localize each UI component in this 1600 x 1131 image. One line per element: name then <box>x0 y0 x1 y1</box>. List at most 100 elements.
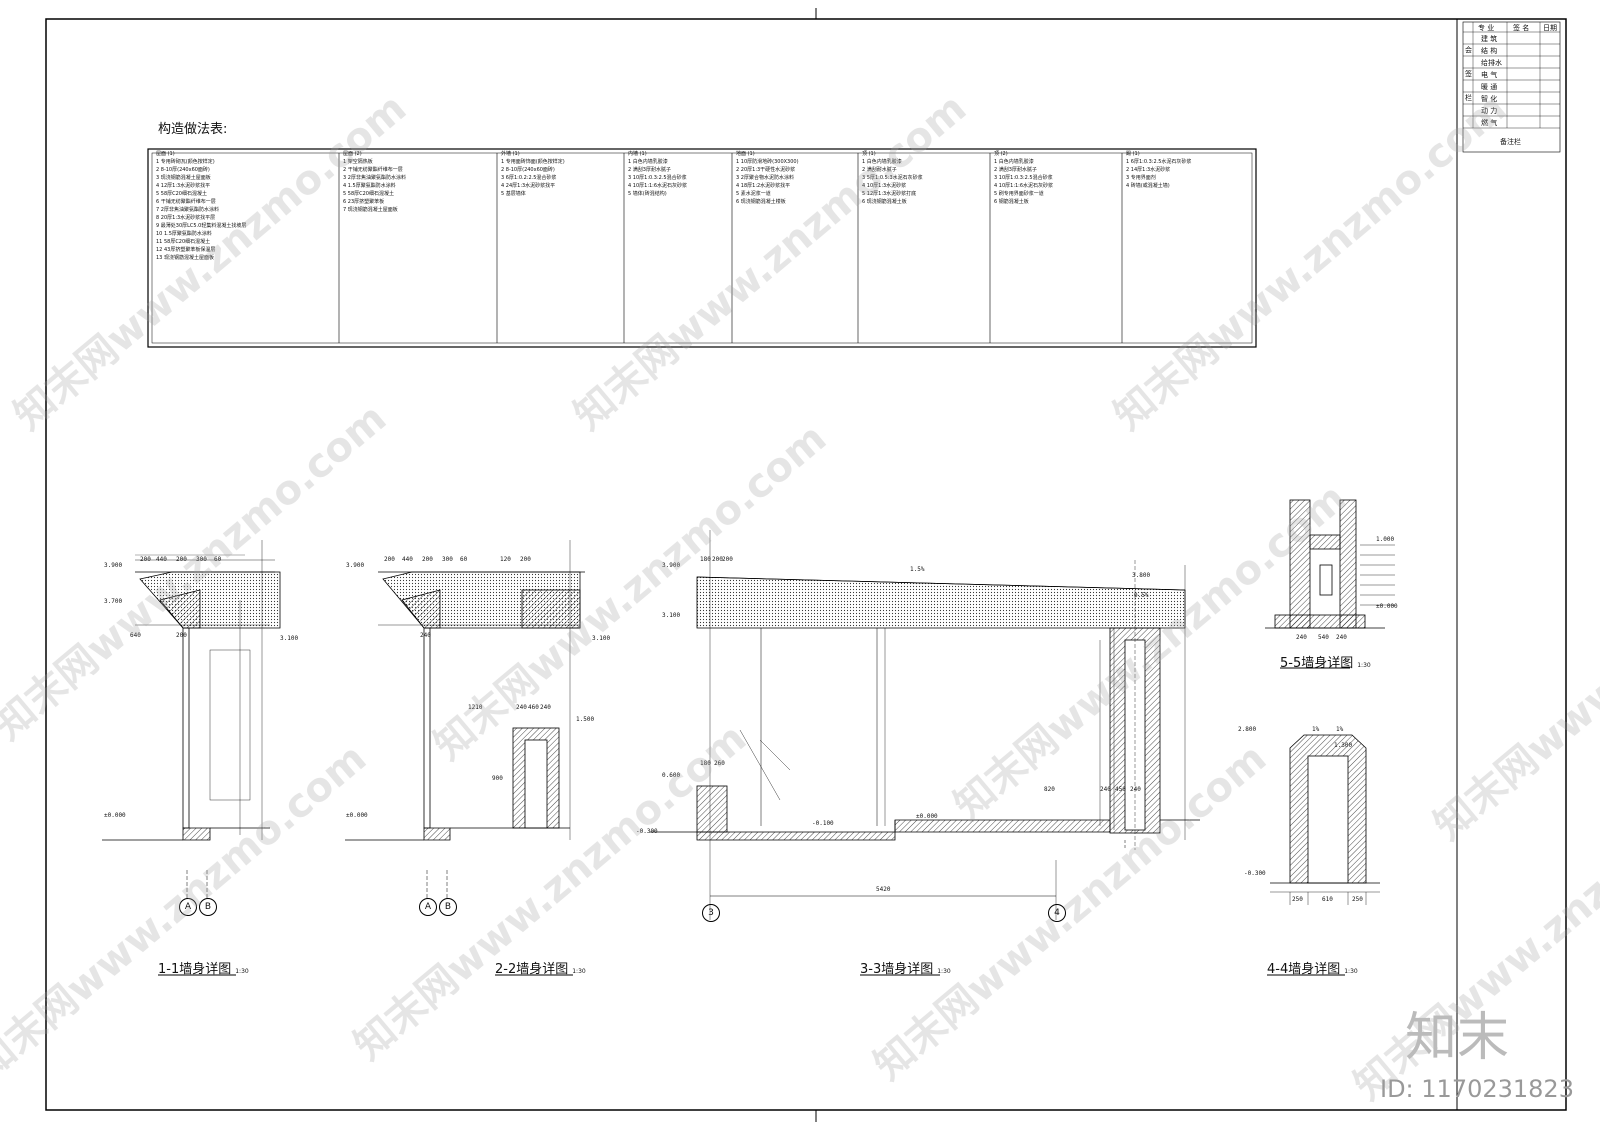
dimension-label: 120 <box>500 556 511 563</box>
elevation-label: -0.100 <box>812 820 834 827</box>
title-block-row: 燃 气 <box>1481 119 1498 127</box>
slope-label: 1% <box>1336 726 1344 733</box>
dimension-label: 640 <box>130 632 141 639</box>
title-block-header: 日期 <box>1543 24 1557 32</box>
elevation-label: 1.500 <box>576 716 595 723</box>
dimension-label: 180 <box>700 556 711 563</box>
elevation-label: ±0.000 <box>104 812 126 819</box>
dimension-label: 240 <box>1130 786 1141 793</box>
elevation-label: 2.800 <box>1238 726 1257 733</box>
title-block-row: 给排水 <box>1481 59 1502 67</box>
dimension-label: 300 <box>442 556 453 563</box>
elevation-label: 3.100 <box>592 635 611 642</box>
table-column: 内墙 (1) 1 白色内墙乳胶漆 2 满刮3厚耐水腻子 3 10厚1:0.3:2… <box>628 151 688 197</box>
dimension-label: 60 <box>214 556 222 563</box>
title-block-row: 智 化 <box>1481 95 1498 103</box>
dimension-label: 240 <box>1100 786 1111 793</box>
dimension-label: 820 <box>1044 786 1055 793</box>
title-block-side: 栏 <box>1465 94 1472 102</box>
slope-label: 0.5% <box>1134 592 1149 599</box>
dimension-label: 1210 <box>468 704 483 711</box>
section-1-1 <box>102 540 281 898</box>
elevation-label: 3.100 <box>280 635 299 642</box>
title-block-row: 建 筑 <box>1481 35 1498 43</box>
brand-logo: 知末 <box>1405 1008 1510 1068</box>
sheet-border <box>45 18 1567 1111</box>
dimension-label: 60 <box>460 556 468 563</box>
table-column: 顶 (2) 1 白色内墙乳胶漆 2 满刮3厚耐水腻子 3 10厚1:0.3:2.… <box>994 151 1054 205</box>
elevation-label: ±0.000 <box>1376 603 1398 610</box>
elevation-label: -0.300 <box>1244 870 1266 877</box>
table-column: 顶 (1) 1 白色内墙乳胶漆 2 满刮耐水腻子 3 5厚1:0.5:3水泥石灰… <box>862 151 923 205</box>
dimension-label: 200 <box>140 556 151 563</box>
construction-table <box>147 148 1257 348</box>
dimension-label: 200 <box>176 632 187 639</box>
dimension-label: 200 <box>520 556 531 563</box>
title-block-header: 专 业 <box>1478 24 1495 32</box>
table-column: 屋面 (1) 1 专用砖砌瓦(颜色按样定) 2 8-10厚(240x60面砖) … <box>156 151 247 261</box>
table-column: 踢 (1) 1 6厚1:0.3:2.5水泥石灰砂浆 2 14厚1:3水泥砂浆 3… <box>1126 151 1192 189</box>
dimension-label: 540 <box>1318 634 1329 641</box>
table-column: 屋面 (2) 1 架空隔热板 2 干铺无纺聚酯纤维布一层 3 2厚非焦油聚氨酯防… <box>343 151 406 213</box>
elevation-label: 1.300 <box>1334 742 1353 749</box>
axis-bubble: 3 <box>702 904 720 922</box>
axis-bubble: A <box>179 898 197 916</box>
dimension-label: 240 <box>1336 634 1347 641</box>
dimension-label: 240 <box>420 632 431 639</box>
elevation-label: ±0.000 <box>916 813 938 820</box>
axis-bubble: A <box>419 898 437 916</box>
dimension-label: 900 <box>492 775 503 782</box>
dimension-label: 610 <box>1322 896 1333 903</box>
title-block-row: 结 构 <box>1481 47 1498 55</box>
elevation-label: 0.600 <box>662 772 681 779</box>
section-2-2 <box>345 540 585 898</box>
dimension-label: 180 <box>700 760 711 767</box>
dimension-label: 200 <box>722 556 733 563</box>
table-column: 外墙 (1) 1 专用面砖饰面(颜色按样定) 2 8-10厚(240x60面砖)… <box>501 151 565 197</box>
dimension-label: 250 <box>1292 896 1303 903</box>
elevation-label: 3.700 <box>104 598 123 605</box>
elevation-label: 3.100 <box>662 612 681 619</box>
table-column: 地面 (1) 1 10厚防滑地砖(300X300) 2 20厚1:3干硬性水泥砂… <box>736 151 799 205</box>
axis-bubble: 4 <box>1048 904 1066 922</box>
title-block-remark: 备注栏 <box>1500 138 1521 146</box>
title-block <box>1462 21 1561 153</box>
dimension-label: 200 <box>712 556 723 563</box>
dimension-label: 200 <box>384 556 395 563</box>
dimension-label: 300 <box>196 556 207 563</box>
title-block-row: 电 气 <box>1481 71 1498 79</box>
elevation-label: 3.800 <box>1132 572 1151 579</box>
title-block-side: 签 <box>1465 70 1472 78</box>
dimension-label: 460 <box>528 704 539 711</box>
dimension-label: 240 <box>540 704 551 711</box>
dimension-label: 240 <box>1296 634 1307 641</box>
image-id: ID: 1170231823 <box>1380 1075 1574 1103</box>
table-heading: 构造做法表: <box>158 122 228 137</box>
axis-bubble: B <box>199 898 217 916</box>
dimension-label: 260 <box>714 760 725 767</box>
dimension-label: 440 <box>402 556 413 563</box>
dimension-label: 240 <box>516 704 527 711</box>
title-block-header: 签 名 <box>1513 24 1530 32</box>
elevation-label: 1.000 <box>1376 536 1395 543</box>
elevation-label: 3.900 <box>662 562 681 569</box>
slope-label: 1.5% <box>910 566 925 573</box>
dimension-label: 200 <box>176 556 187 563</box>
slope-label: 1% <box>1312 726 1320 733</box>
elevation-label: 3.900 <box>104 562 123 569</box>
axis-bubble: B <box>439 898 457 916</box>
dimension-label: 440 <box>156 556 167 563</box>
section-3-3 <box>650 530 1200 920</box>
section-4-4 <box>1270 734 1380 905</box>
title-block-side: 会 <box>1465 46 1472 54</box>
dimension-label: 5420 <box>876 886 891 893</box>
title-block-row: 动 力 <box>1481 107 1498 115</box>
section-5-5 <box>1265 499 1395 629</box>
elevation-label: ±0.000 <box>346 812 368 819</box>
